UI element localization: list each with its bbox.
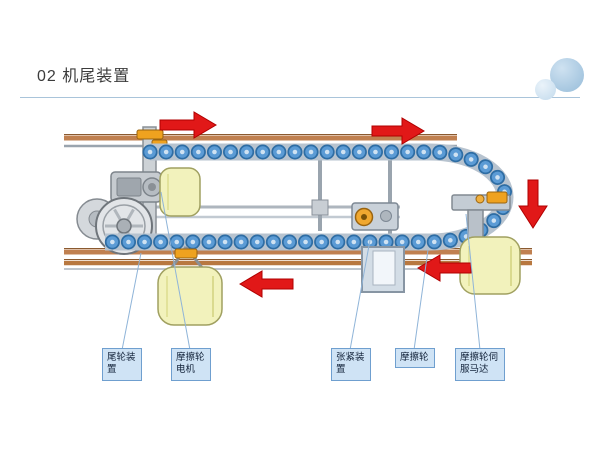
label-friction-wheel-servo-motor: 摩擦轮伺 服马达 (455, 348, 505, 381)
label-friction-wheel-motor: 摩擦轮 电机 (171, 348, 211, 381)
tensioning-device-assembly (351, 202, 405, 293)
flow-arrow-bottom-right (417, 254, 472, 282)
servo-motor-mount (451, 191, 511, 239)
leader-lines (121, 191, 481, 351)
support-posts (311, 148, 392, 250)
label-line: 摩擦轮 (400, 352, 429, 363)
flow-arrow-top-left (159, 111, 217, 139)
clamp-fitting (136, 129, 164, 140)
direction-arrows (159, 111, 548, 298)
label-tail-wheel-device: 尾轮装 置 (102, 348, 142, 381)
drum-top-left (159, 167, 201, 217)
label-friction-wheel: 摩擦轮 (395, 348, 435, 369)
label-line: 张紧装 (336, 352, 365, 363)
label-line: 摩擦轮伺 (460, 352, 499, 363)
label-line: 摩擦轮 (176, 352, 205, 363)
decorative-circle-small (535, 79, 556, 100)
flow-arrow-bottom-left (239, 270, 294, 298)
drum-bottom-left (157, 246, 223, 326)
label-line: 尾轮装 (107, 352, 136, 363)
friction-wheel-motor-assembly (110, 171, 162, 203)
title-divider (20, 97, 580, 98)
page-title: 02 机尾装置 (37, 68, 131, 85)
clamp-fitting (486, 191, 508, 204)
label-line: 电机 (176, 364, 196, 376)
label-line: 服马达 (460, 364, 489, 376)
clamp-fitting (174, 248, 198, 259)
flow-arrow-right (518, 179, 548, 229)
flow-arrow-top-right (371, 117, 425, 145)
label-line: 置 (336, 364, 346, 376)
label-tensioning-device: 张紧装 置 (331, 348, 371, 381)
label-line: 置 (107, 364, 117, 376)
